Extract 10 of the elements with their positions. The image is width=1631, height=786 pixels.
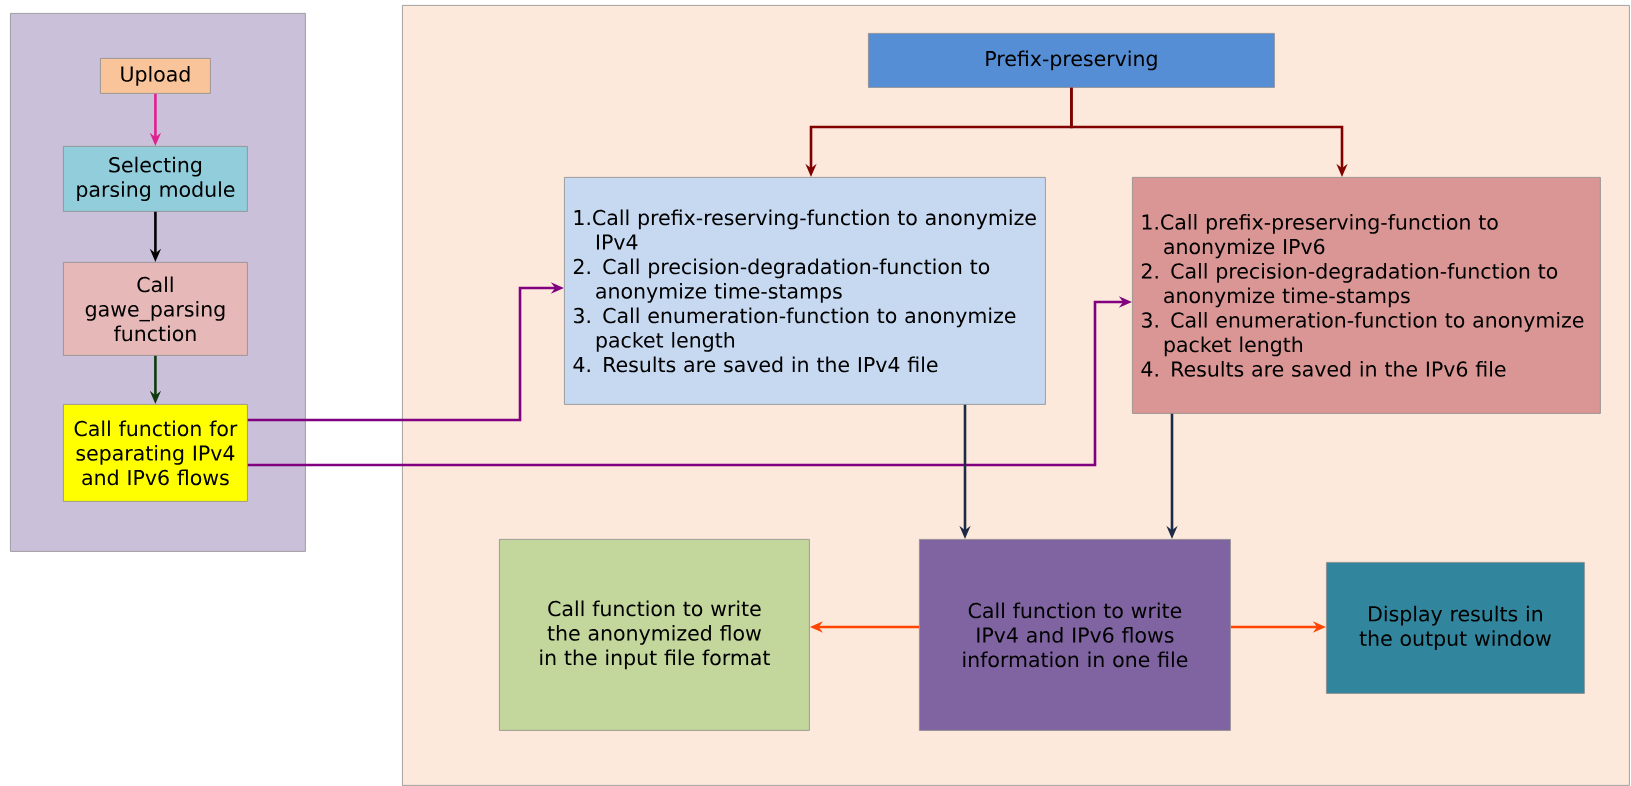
process-box: Call function to write the anonymized flow in the input file format [499, 539, 810, 731]
process-box: Upload [100, 58, 211, 94]
process-box: Call gawe_parsing function [63, 262, 248, 356]
process-box: Selecting parsing module [63, 146, 248, 212]
process-box: Call function to write IPv4 and IPv6 flows information in one file [919, 539, 1231, 731]
process-box: 1.Call prefix-reserving-function to anonymize IPv4 2. Call precision-degradation-function to anonymize time-stamps 3. Call enumeration-function to anonymize packet length 4. Results are saved in the IPv4 file [564, 177, 1046, 405]
process-box: Call function for separating IPv4 and IPv6 flows [63, 404, 248, 502]
process-box: Prefix-preserving [868, 33, 1275, 88]
process-box: 1.Call prefix-preserving-function to anonymize IPv6 2. Call precision-degradation-function to anonymize time-stamps 3. Call enumeration-function to anonymize packet length 4. Results are saved in the IPv6 file [1132, 177, 1601, 414]
process-box: Display results in the output window [1326, 562, 1585, 694]
